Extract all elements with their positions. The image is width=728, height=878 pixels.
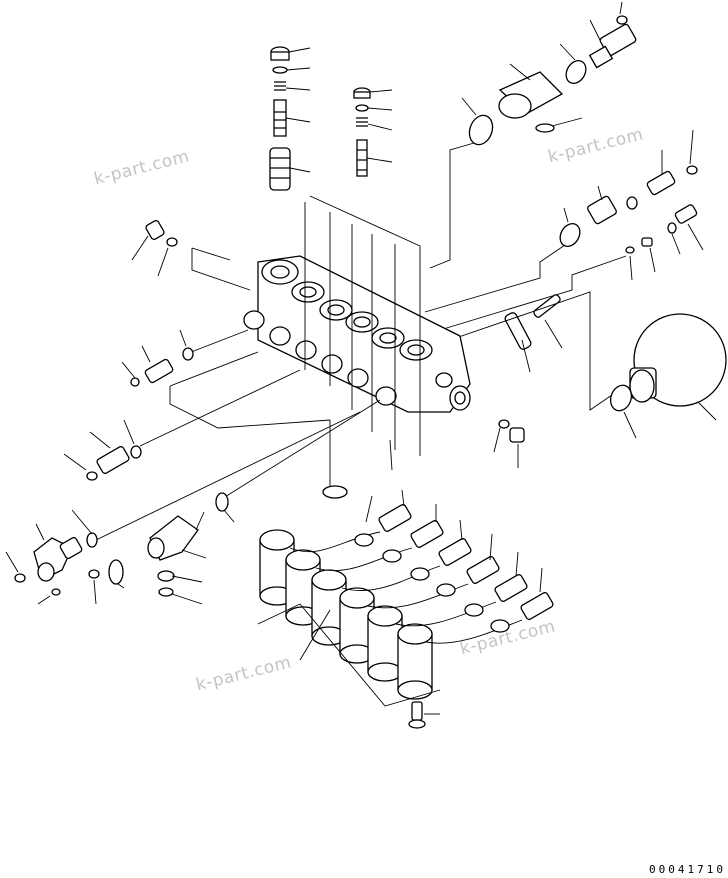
relief-valve-stack-right bbox=[353, 87, 393, 177]
fitting-set-left bbox=[63, 220, 194, 481]
plug-right-body bbox=[493, 419, 525, 468]
coil-connectors bbox=[289, 489, 554, 644]
cover-plate bbox=[504, 294, 563, 373]
elbow-fitting-left bbox=[5, 509, 125, 605]
plug-small-right bbox=[439, 237, 656, 331]
solenoid-valve-body bbox=[243, 255, 471, 413]
coil-bolt bbox=[408, 701, 440, 729]
accumulator bbox=[449, 291, 727, 439]
pressure-sensor bbox=[498, 63, 583, 133]
o-ring-upper-callout bbox=[429, 97, 494, 269]
solenoid-coil-group bbox=[257, 485, 441, 707]
relief-valve-stack-left bbox=[269, 46, 311, 191]
fitting-set-right bbox=[424, 129, 704, 313]
elbow-fitting-center bbox=[147, 492, 235, 605]
drawing-code: 00041710 bbox=[649, 863, 726, 876]
pressure-switch-group bbox=[559, 1, 637, 84]
reference-leader-lines bbox=[95, 195, 421, 541]
